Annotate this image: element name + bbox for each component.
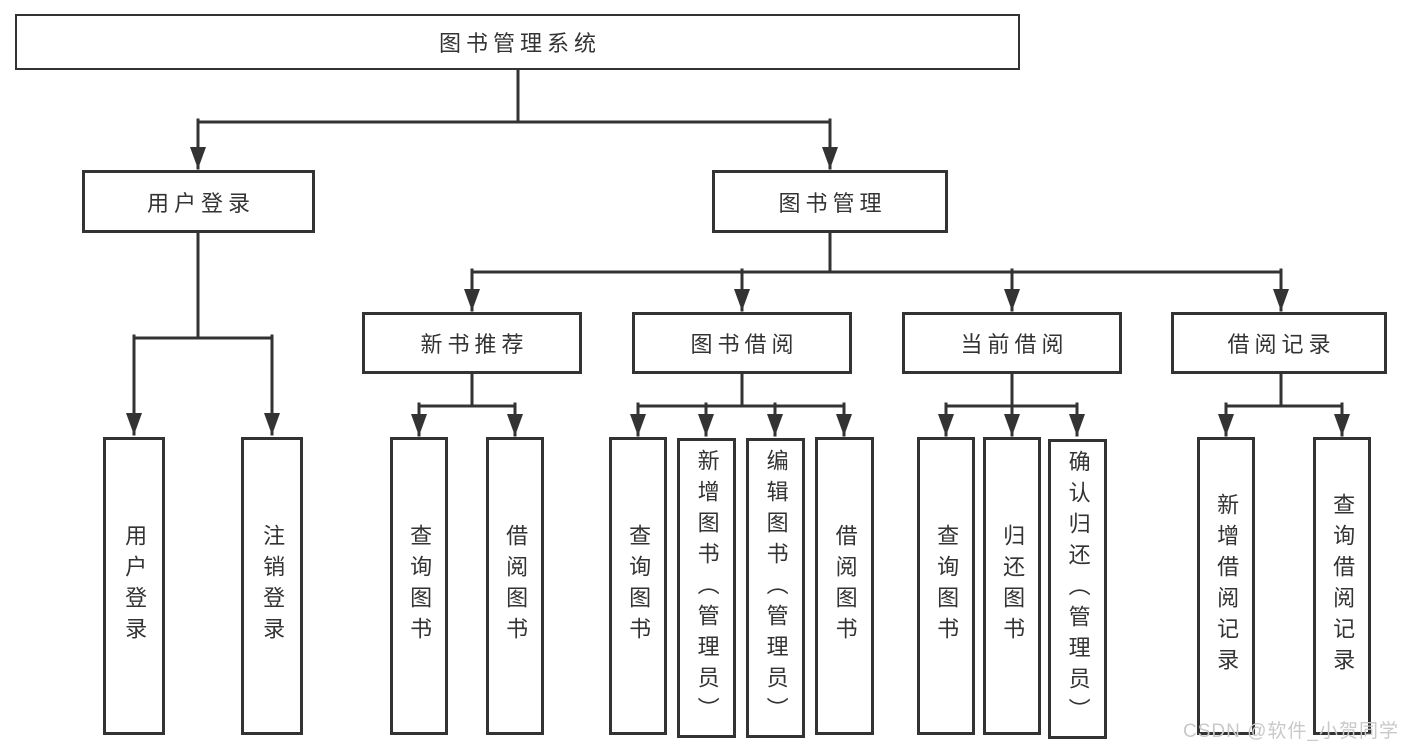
node-book-management: 图书管理 bbox=[712, 170, 948, 233]
node-user-login: 用户登录 bbox=[82, 170, 315, 233]
leaf-bb-edit-books: 编辑图书（管理员） bbox=[746, 438, 805, 738]
leaf-rec-borrow-books: 借阅图书 bbox=[486, 437, 544, 735]
leaf-bb-borrow-books: 借阅图书 bbox=[815, 437, 874, 735]
leaf-cb-return-books: 归还图书 bbox=[983, 437, 1041, 735]
leaf-br-add-record: 新增借阅记录 bbox=[1197, 437, 1255, 735]
node-current-borrow: 当前借阅 bbox=[902, 312, 1122, 374]
leaf-cb-confirm-return: 确认归还（管理员） bbox=[1048, 439, 1107, 739]
leaf-rec-query-books: 查询图书 bbox=[390, 437, 448, 735]
node-book-borrow: 图书借阅 bbox=[632, 312, 852, 374]
csdn-watermark: CSDN @软件_小贺同学 bbox=[1183, 721, 1399, 742]
leaf-logout: 注销登录 bbox=[241, 437, 303, 735]
leaf-user-login: 用户登录 bbox=[103, 437, 165, 735]
leaf-bb-query-books: 查询图书 bbox=[609, 437, 667, 735]
node-new-book-recommend: 新书推荐 bbox=[362, 312, 582, 374]
leaf-bb-add-books: 新增图书（管理员） bbox=[677, 438, 736, 738]
leaf-br-query-record: 查询借阅记录 bbox=[1313, 437, 1371, 735]
leaf-cb-query-books: 查询图书 bbox=[917, 437, 975, 735]
node-root: 图书管理系统 bbox=[15, 14, 1020, 70]
node-borrow-records: 借阅记录 bbox=[1171, 312, 1387, 374]
